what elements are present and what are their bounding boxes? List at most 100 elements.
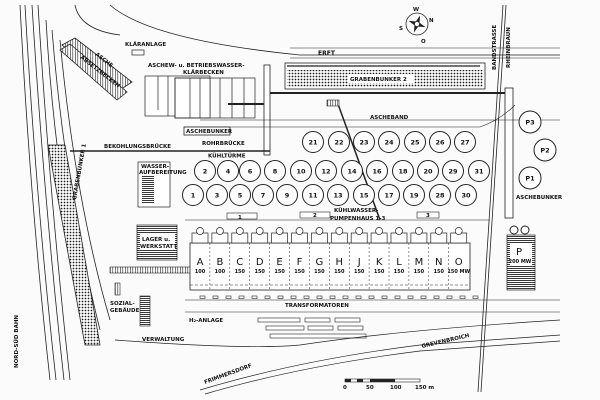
- cooling-tower-number: 24: [384, 138, 394, 146]
- cooling-tower-number: 23: [359, 138, 368, 146]
- cooling-tower-number: 16: [372, 167, 382, 175]
- verwaltung-label: VERWALTUNG: [142, 337, 185, 343]
- cooling-tower-number: 5: [238, 191, 243, 199]
- auxiliary-buildings: [114, 282, 367, 339]
- pumpenhaus-label-1: KÜHLWASSER-: [334, 207, 378, 214]
- cooling-tower: 26: [429, 131, 451, 153]
- unit-capacity: 150: [254, 269, 265, 275]
- unit-letter: F: [297, 257, 303, 268]
- cooling-tower-number: 19: [409, 191, 419, 199]
- wasser-label-1: WASSER-: [141, 164, 169, 170]
- grabenbunker-2: GRABENBUNKER 2: [284, 62, 486, 90]
- cooling-tower: 16: [366, 160, 388, 182]
- cooling-tower-number: 20: [423, 167, 433, 175]
- klaeranlage-label: KLÄRANLAGE: [125, 41, 166, 48]
- transformer: [446, 295, 453, 299]
- compass-n: N: [429, 18, 434, 24]
- transformer: [329, 295, 336, 299]
- cooling-tower: 30: [455, 184, 477, 206]
- cooling-tower-number: 7: [261, 191, 266, 199]
- cooling-tower-number: 27: [460, 138, 469, 146]
- cooling-tower-number: 15: [359, 191, 369, 199]
- cooling-tower-number: 9: [285, 191, 290, 199]
- cooling-tower: 1: [182, 184, 204, 206]
- transformer: [316, 295, 323, 299]
- cooling-tower: 28: [429, 184, 451, 206]
- cooling-tower-number: 4: [226, 167, 231, 175]
- cooling-tower: 19: [403, 184, 425, 206]
- pumphouse-1: 1: [238, 215, 242, 221]
- cooling-tower: 4: [217, 160, 239, 182]
- cooling-tower-number: 28: [435, 191, 445, 199]
- transformer: [394, 295, 401, 299]
- transformer: [212, 295, 219, 299]
- cooling-tower: 5: [229, 184, 251, 206]
- transformer: [407, 295, 414, 299]
- cooling-tower-number: 11: [308, 191, 318, 199]
- unit-letter: B: [216, 257, 223, 268]
- lager-label-2: WERKSTATT: [140, 244, 177, 250]
- transformer: [199, 295, 206, 299]
- pond-label: P3: [525, 118, 534, 126]
- unit-letter: K: [376, 257, 383, 268]
- cooling-tower: 7: [252, 184, 274, 206]
- unit-letter: E: [276, 257, 282, 268]
- unit-letter: A: [197, 257, 204, 268]
- cooling-tower: 11: [302, 184, 324, 206]
- unit-capacity: 150: [374, 269, 385, 275]
- cooling-tower: 14: [341, 160, 363, 182]
- unit-capacity: 150: [274, 269, 285, 275]
- cooling-tower: 18: [392, 160, 414, 182]
- boiler-house: [189, 242, 471, 291]
- coal-conveyor: [504, 87, 514, 219]
- cooling-tower: 10: [290, 160, 312, 182]
- bekohlungsbruecke-label: BEKOHLUNGSBRÜCKE: [104, 143, 171, 150]
- cooling-tower: 9: [276, 184, 298, 206]
- klaeranlage-building: [131, 49, 145, 56]
- pumpenhaus-label-2: PUMPENHAUS 1-3: [330, 216, 386, 222]
- cooling-tower: 2: [194, 160, 216, 182]
- cooling-tower: 29: [442, 160, 464, 182]
- unit-capacity: 150: [434, 269, 445, 275]
- klaerbecken-label-1: ASCHEW- u. BETRIEBSWASSER-: [148, 63, 244, 69]
- cooling-tower-number: 30: [461, 191, 471, 199]
- unit-letter: M: [415, 257, 424, 268]
- cooling-tower-number: 26: [435, 138, 445, 146]
- pumphouse-3: 3: [426, 213, 430, 219]
- pond: P2: [533, 138, 557, 162]
- unit-capacity: 150: [334, 269, 345, 275]
- transformer: [472, 295, 479, 299]
- compass-s: S: [399, 26, 403, 32]
- cooling-tower-number: 31: [474, 167, 484, 175]
- asche-absetzbecken: ASCHE- ABSETZBECKEN: [59, 37, 133, 101]
- unit-letter: G: [316, 257, 324, 268]
- kuehltuerme-label: KÜHLTÜRME: [208, 153, 246, 160]
- frimmersdorf-label: FRIMMERSDORF: [204, 363, 253, 386]
- transformer: [225, 295, 232, 299]
- pond-label: P1: [525, 174, 535, 182]
- aschebunker-right-label: ASCHEBUNKER: [516, 195, 563, 201]
- cooling-tower-number: 1: [191, 191, 196, 199]
- unit-capacity: 100: [215, 269, 226, 275]
- cooling-tower: 6: [239, 160, 261, 182]
- cooling-tower-number: 18: [398, 167, 408, 175]
- scale-bar: 0 50 100 150 m: [343, 378, 434, 391]
- cooling-tower: 27: [454, 131, 476, 153]
- cooling-tower-number: 22: [334, 138, 343, 146]
- bandstrasse-label: BANDSTRASSE: [492, 25, 498, 70]
- lager-label-1: LAGER u.: [142, 237, 170, 243]
- cooling-tower-number: 3: [215, 191, 220, 199]
- conveyor-tower: [263, 64, 271, 156]
- cooling-tower-number: 13: [333, 191, 342, 199]
- erft-river-label: ERFT: [318, 50, 336, 57]
